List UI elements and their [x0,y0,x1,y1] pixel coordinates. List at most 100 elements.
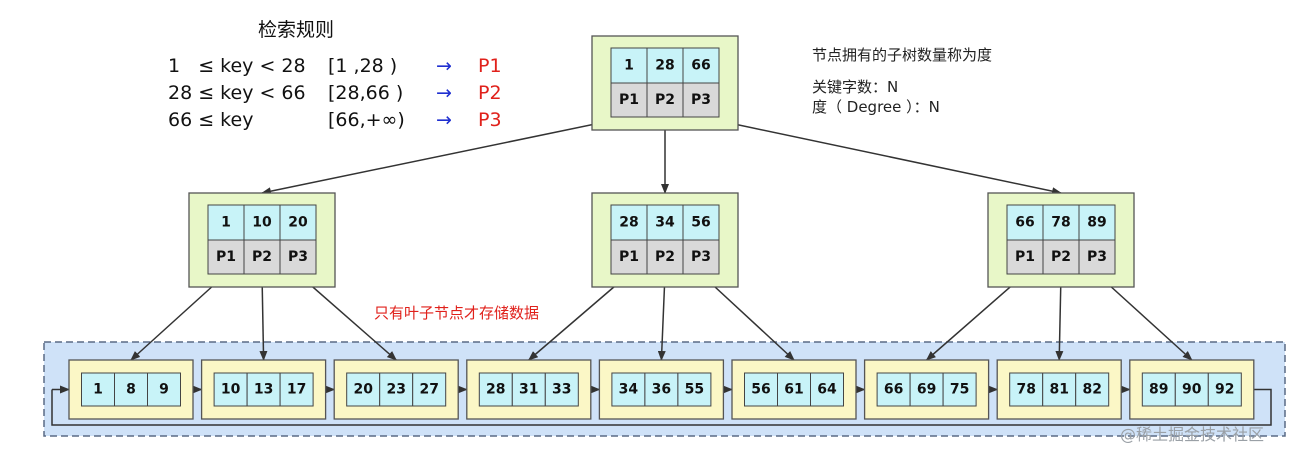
internal-node-1-ptr: P3 [288,249,308,265]
rule-1-pointer: P1 [478,55,502,77]
internal-node-3-ptr: P2 [1051,249,1071,265]
root-node-key-cell [610,47,648,84]
rule-1-condition: 1 ≤ key < 28 [168,55,306,77]
leaf-key: 28 [486,382,505,398]
leaf-key-cell [81,372,115,407]
leaf-key-cell [412,372,447,407]
watermark: @稀土掘金技术社区 [1120,425,1265,444]
internal-node-1-ptr: P2 [252,249,272,265]
edge-root-to-internal-3 [700,116,1062,196]
rule-2-range: [28,66 ) [328,82,404,104]
edge-internal-2-to-leaf-6 [700,273,795,361]
internal-node-2-key-cell [610,204,648,241]
leaf-key: 78 [1016,382,1035,398]
root-node-key: 1 [624,58,634,74]
leaf-key: 20 [353,382,373,398]
internal-node-3-key-cell [1078,204,1116,241]
root-node-key: 28 [655,58,674,74]
edge-root-to-internal-1 [261,116,630,196]
leaf-key: 27 [419,382,438,398]
leaf-node-1: 1 8 9 [68,359,194,420]
internal-node-2-key: 34 [655,215,675,231]
edge-internal-1-to-leaf-3 [297,273,397,361]
keys-count-note: 关键字数：N [812,78,899,96]
internal-node-2-key-cell [646,204,684,241]
root-node-ptr: P1 [619,92,639,108]
internal-node-1-ptr: P1 [216,249,236,265]
leaf-key: 17 [287,382,306,398]
leaf-key-cell [942,372,977,407]
leaf-key-cell [147,372,181,407]
internal-node-1-ptr-cell [243,239,281,275]
leaf-key: 89 [1149,382,1168,398]
leaf-key-cell [544,372,579,407]
degree-definition-note: 节点拥有的子树数量称为度 [812,46,993,64]
internal-node-3-key: 89 [1087,215,1106,231]
leaf-key: 66 [884,382,903,398]
internal-node-2-ptr: P3 [691,249,711,265]
internal-node-3-key: 66 [1015,215,1034,231]
internal-node-2-key: 28 [619,215,638,231]
internal-node-2-key: 56 [691,215,710,231]
leaf-key-cell [1042,372,1077,407]
rule-3-pointer: P3 [478,109,502,131]
internal-node-1-key: 10 [252,215,272,231]
edge-internal-3-to-leaf-9 [1096,273,1193,361]
leaf-key-cell [1075,372,1110,407]
leaf-node-9: 89 90 92 [1129,359,1255,420]
leaf-key: 23 [386,382,405,398]
internal-node-2-ptr: P2 [655,249,675,265]
leaf-node-3: 20 23 27 [333,359,459,420]
rule-2-pointer: P2 [478,82,502,104]
rule-2-condition: 28 ≤ key < 66 [168,82,306,104]
internal-node-1-ptr-cell [279,239,317,275]
internal-node-2-ptr-cell [682,239,720,275]
leaf-key: 36 [652,382,671,398]
leaf-key: 55 [685,382,704,398]
leaf-key-cell [1174,372,1209,407]
internal-node-3-ptr: P1 [1015,249,1035,265]
edge-internal-2-to-leaf-5 [657,273,666,361]
root-node-ptr-cell [682,82,720,118]
edge-internal-3-to-leaf-7 [925,273,1026,361]
rule-1-arrow: → [436,55,452,77]
leaf-key-cell [611,372,646,407]
leaf-key: 9 [159,382,169,398]
leaf-key-cell [279,372,314,407]
leaf-key-cell [1009,372,1044,407]
leaf-key-cell [379,372,414,407]
leaf-key: 8 [126,382,136,398]
internal-node-1-key: 20 [288,215,308,231]
internal-node-1-key: 1 [221,215,231,231]
rule-3-arrow: → [436,109,452,131]
leaf-key: 56 [751,382,770,398]
internal-node-1-key-cell [279,204,317,241]
leaf-key: 90 [1182,382,1202,398]
leaf-key-cell [511,372,546,407]
leaf-key-cell [810,372,844,407]
leaf-key: 92 [1215,382,1234,398]
internal-node-2-ptr: P1 [619,249,639,265]
rule-3-condition: 66 ≤ key [168,109,254,131]
leaf-key: 1 [93,382,103,398]
leaf-key-cell [246,372,281,407]
leaf-key: 61 [784,382,803,398]
edge-internal-3-to-leaf-8 [1055,273,1064,361]
leaf-key-cell [114,372,148,407]
leaf-key-cell [346,372,381,407]
leaf-key-cell [777,372,811,407]
rule-2-arrow: → [436,82,452,104]
internal-node-1-ptr-cell [207,239,245,275]
root-node-ptr-cell [646,82,684,118]
root-node-ptr: P3 [691,92,711,108]
rule-3-range: [66,+∞) [328,109,405,131]
leaf-key: 10 [221,382,241,398]
rule-1-range: [1 ,28 ) [328,55,398,77]
